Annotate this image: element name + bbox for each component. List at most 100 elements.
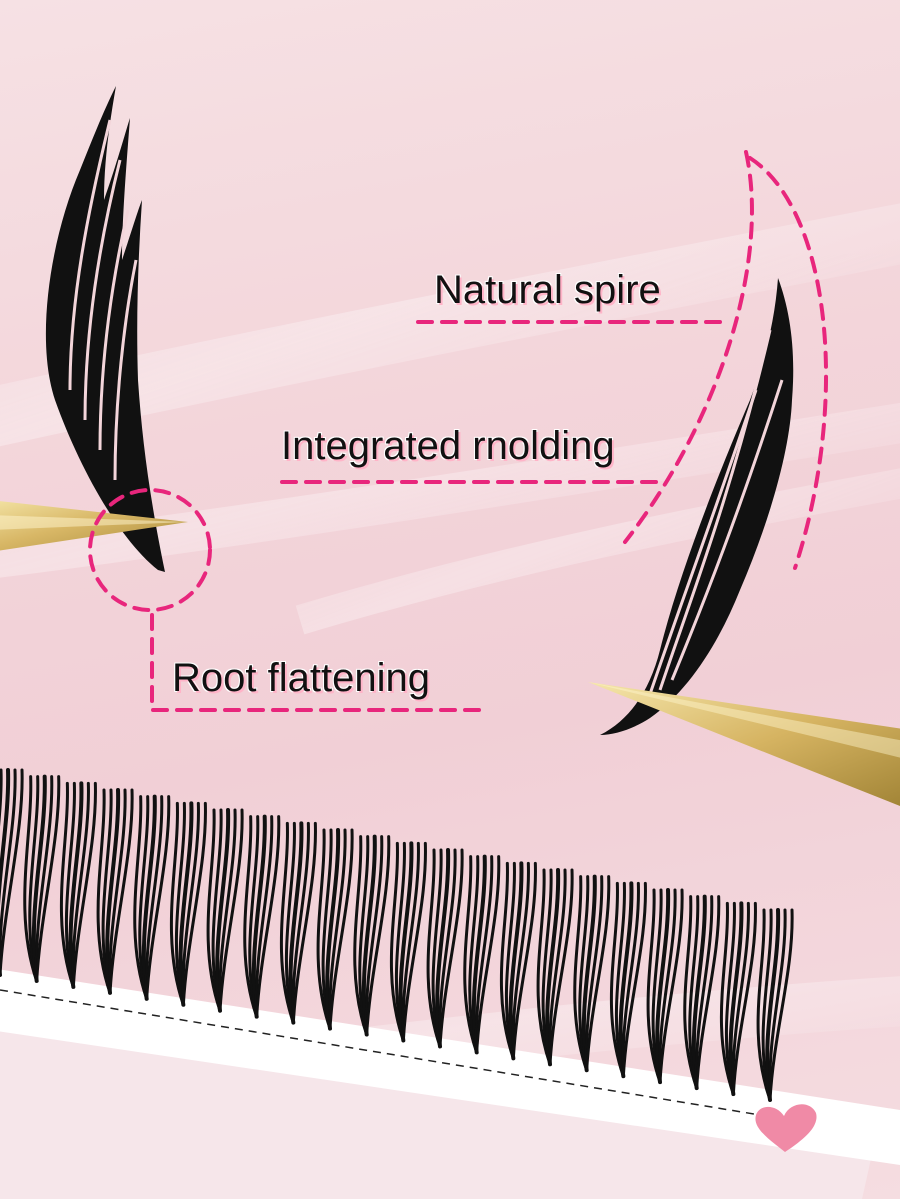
lash-strand — [694, 895, 714, 1090]
lash-fan — [169, 801, 207, 1007]
lash-strand — [768, 908, 787, 1102]
lash-strand — [621, 881, 640, 1078]
lash-strand — [71, 781, 90, 989]
lash-strand — [618, 881, 634, 1079]
lash-strand — [621, 881, 647, 1078]
annotation-lines — [88, 150, 828, 712]
lash-strand — [728, 901, 744, 1097]
lash-fan — [0, 768, 24, 977]
lash-strand — [695, 895, 721, 1090]
lash-fan — [646, 888, 684, 1085]
lash-strand — [504, 861, 516, 1060]
lash-tray — [0, 969, 900, 1199]
lash-fan — [59, 781, 97, 989]
lash-strand — [719, 901, 735, 1096]
lash-strand — [169, 801, 185, 1007]
lash-strand — [288, 821, 304, 1025]
lash-strand — [254, 815, 274, 1019]
lash-strand — [178, 801, 194, 1007]
lash-strand — [389, 841, 405, 1042]
lash-strand — [279, 821, 295, 1025]
lash-strand — [471, 854, 487, 1055]
lash-strand — [218, 808, 244, 1013]
lash-fan — [499, 861, 537, 1061]
lash-strand — [511, 861, 537, 1060]
lash-fan — [96, 788, 134, 995]
lash-strand — [646, 888, 662, 1084]
lash-fan — [389, 841, 427, 1043]
lash-strand — [145, 795, 171, 1001]
label-root-flattening: Root flattening — [172, 656, 430, 700]
lash-strand — [426, 848, 442, 1048]
lash-strand — [174, 801, 186, 1007]
lash-strand — [248, 815, 260, 1019]
lash-strand — [28, 775, 40, 983]
lash-strand — [761, 908, 773, 1102]
lash-strand — [206, 808, 222, 1013]
lash-strand — [321, 828, 333, 1031]
lash-strand — [765, 908, 781, 1102]
lash-fan — [243, 814, 281, 1019]
lash-strand — [0, 768, 11, 977]
lash-fan — [609, 881, 647, 1079]
tweezer-right — [588, 682, 900, 807]
lash-strand — [581, 874, 597, 1073]
lash-strand — [658, 888, 684, 1084]
lash-strand — [23, 775, 39, 983]
lash-strand — [215, 808, 231, 1013]
lash-fan — [23, 774, 61, 983]
lash-strand — [401, 841, 420, 1042]
lash-strand — [658, 888, 677, 1084]
lash-strand — [683, 895, 699, 1090]
lash-strand — [251, 814, 267, 1019]
lash-strand — [398, 841, 414, 1043]
lash-strand — [361, 834, 377, 1037]
lash-strand — [584, 875, 604, 1072]
lash-strand — [291, 821, 317, 1025]
lash-strand — [463, 855, 479, 1054]
lash-fan — [133, 794, 171, 1001]
label-natural-spire: Natural spire — [434, 268, 661, 312]
lash-strand — [508, 861, 524, 1061]
lash-strand — [438, 848, 457, 1048]
lash-strand — [291, 821, 310, 1025]
lash-strand — [105, 788, 121, 995]
lash-strand — [768, 908, 794, 1102]
lash-strand — [31, 774, 47, 983]
lash-strand — [0, 768, 17, 977]
lash-strand — [316, 828, 332, 1031]
lash-fan — [536, 868, 574, 1067]
lash-strand — [181, 801, 200, 1007]
lash-strand — [218, 808, 237, 1013]
lash-strand — [536, 868, 552, 1066]
lash-strand — [468, 855, 480, 1054]
lash-strand — [64, 781, 76, 989]
lash-fan — [279, 821, 317, 1025]
lash-strand — [68, 781, 84, 989]
lash-strand — [573, 875, 589, 1072]
lash-row — [0, 768, 794, 1102]
lash-strand — [108, 788, 134, 995]
lash-strand — [181, 801, 207, 1007]
lash-strand — [0, 768, 24, 977]
lash-fan — [463, 854, 501, 1055]
lash-fan — [353, 834, 391, 1037]
lash-strand — [688, 895, 700, 1090]
lash-strand — [35, 775, 61, 983]
tweezer-left — [0, 501, 188, 551]
lash-strand — [243, 815, 259, 1019]
lash-strand — [364, 835, 384, 1037]
lash-strand — [325, 828, 341, 1031]
lash-strand — [548, 868, 574, 1066]
lash-strand — [474, 855, 494, 1054]
lash-fan — [683, 894, 721, 1091]
lash-fan — [206, 808, 244, 1013]
lash-fan — [426, 848, 464, 1049]
lash-strand — [71, 781, 97, 989]
lash-strand — [328, 828, 354, 1031]
lash-strand — [578, 875, 590, 1072]
lash-strand — [59, 781, 75, 989]
lash-strand — [545, 868, 561, 1067]
lash-strand — [499, 861, 515, 1060]
